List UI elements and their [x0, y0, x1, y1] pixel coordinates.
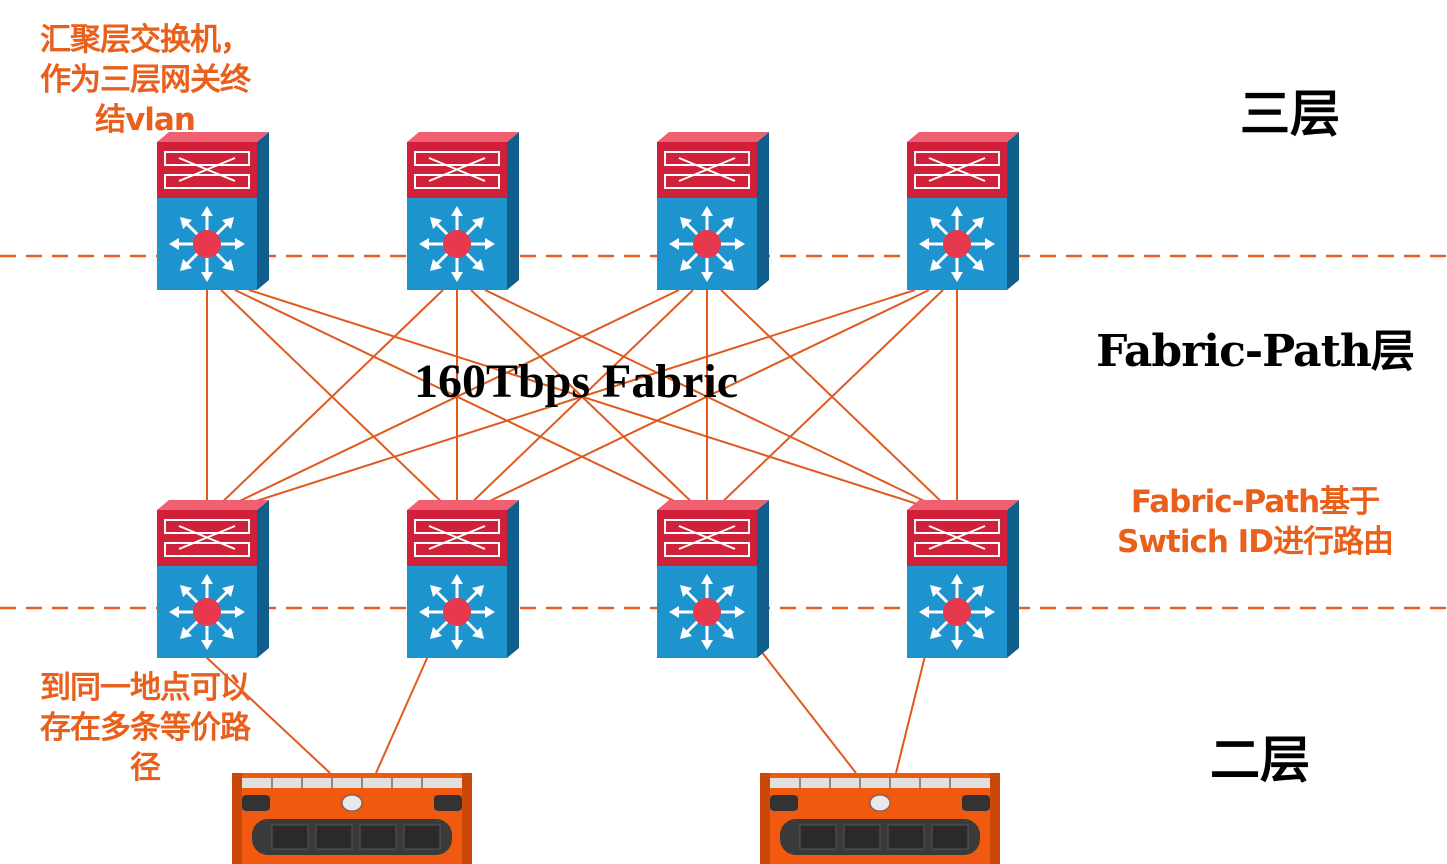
fabric-link [484, 289, 944, 511]
server-uplink [756, 645, 857, 774]
leaf-switch-1 [155, 498, 271, 660]
fabric-capacity-label: 160Tbps Fabric [413, 355, 739, 408]
annotation-line: 结vlan [95, 102, 196, 138]
server-2 [759, 772, 1001, 864]
annotation-line: Swtich ID进行路由 [1117, 524, 1394, 560]
annotation-line: 作为三层网关终 [40, 62, 251, 98]
fabric-link [470, 289, 930, 511]
leaf-switch-2 [405, 498, 521, 660]
fabric-link [227, 289, 916, 511]
fabric-link [220, 289, 680, 511]
fabricpath-layer-label: Fabric-Path层 [1096, 326, 1415, 377]
fabric-link [713, 289, 944, 511]
fabric-link [463, 289, 694, 511]
fabric-link [234, 289, 694, 511]
ecmp-note: 到同一地点可以 存在多条等价路 径 [5, 668, 285, 788]
leaf-switch-4 [905, 498, 1021, 660]
server-uplink [375, 655, 429, 774]
annotation-line: Fabric-Path基于 [1130, 484, 1380, 520]
spine-switch-3 [655, 130, 771, 292]
leaf-switch-3 [655, 498, 771, 660]
fabric-link [720, 289, 951, 511]
fabric-link [213, 289, 444, 511]
annotation-line: 汇聚层交换机， [40, 22, 251, 58]
server-uplink [204, 655, 331, 774]
annotation-line: 存在多条等价路 [40, 710, 251, 746]
fabric-link [470, 289, 701, 511]
switch-id-note: Fabric-Path基于 Swtich ID进行路由 [1080, 482, 1430, 562]
layer3-label: 三层 [1240, 85, 1340, 143]
annotation-line: 到同一地点可以 [40, 670, 251, 706]
server-uplink [895, 655, 926, 774]
fabric-link [248, 289, 937, 511]
spine-switch-1 [155, 130, 271, 292]
spine-switch-2 [405, 130, 521, 292]
spine-switch-4 [905, 130, 1021, 292]
annotation-line: 径 [130, 750, 161, 786]
fabric-link [220, 289, 451, 511]
layer2-label: 二层 [1210, 731, 1310, 789]
aggregation-switch-note: 汇聚层交换机， 作为三层网关终 结vlan [5, 20, 285, 140]
fabric-links [204, 289, 958, 774]
